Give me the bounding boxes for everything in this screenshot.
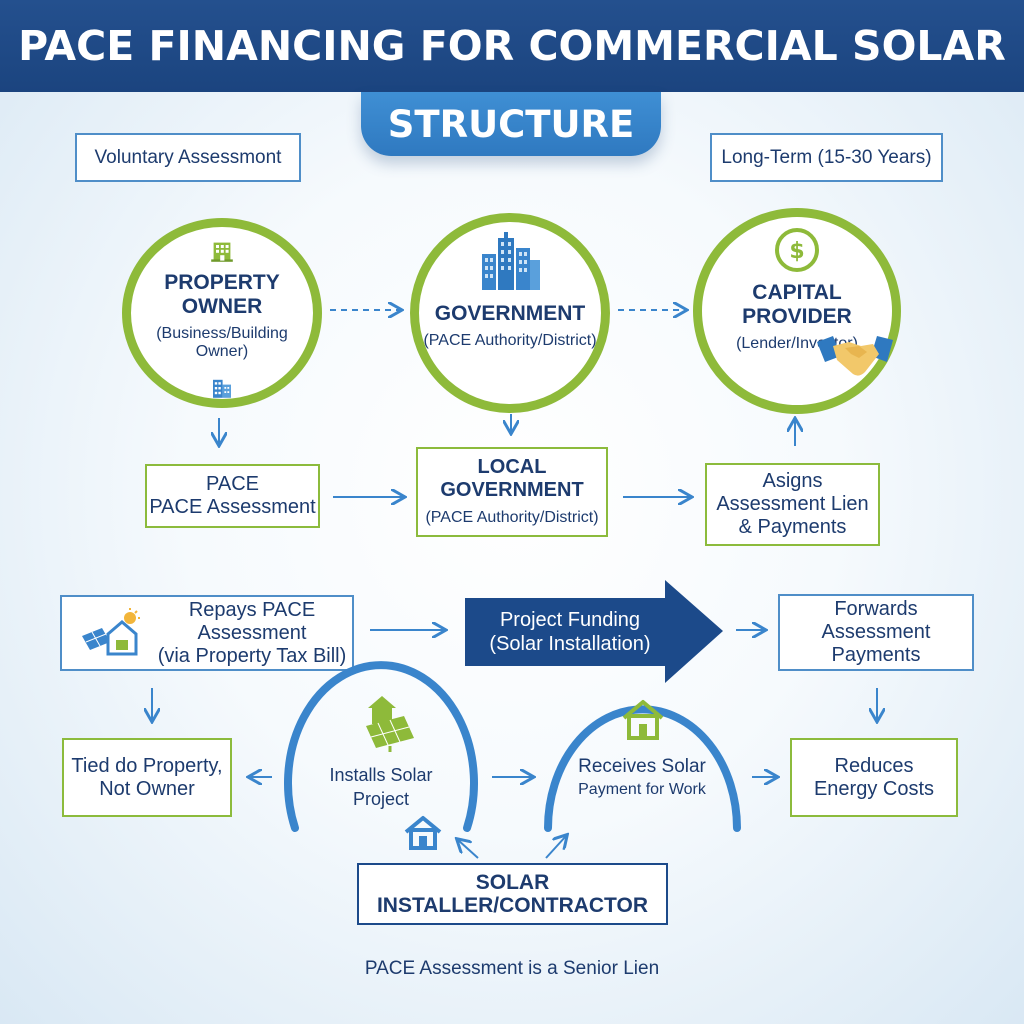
project-funding-arrow-shape: [465, 580, 723, 683]
property-owner-title: PROPERTY OWNER: [164, 271, 280, 318]
installs-arc: [284, 661, 478, 832]
handshake-icon: [817, 336, 893, 376]
pace-assessment-line1: PACE: [206, 473, 259, 495]
receives-arc: [544, 705, 741, 832]
voluntary-assessment-label: Voluntary Assessmont: [94, 147, 282, 168]
property-owner-node: PROPERTY OWNER (Business/Building Owner): [122, 218, 322, 408]
local-government-line2: GOVERNMENT: [440, 478, 584, 501]
forwards-line1: Forwards Assessment: [821, 598, 931, 643]
house-solar-icon: [82, 608, 140, 656]
pace-assessment-line2: PACE Assessment: [149, 496, 316, 518]
skyscraper-icon: [482, 232, 540, 290]
assigns-line2: Assessment Lien: [716, 493, 869, 515]
forwards-line2: Payments: [831, 644, 921, 666]
tied-line2: Not Owner: [99, 777, 195, 800]
building-icon: [211, 242, 233, 262]
house-icon-green: [622, 700, 664, 740]
office-building-icon: [213, 379, 231, 398]
tied-to-property-box: Tied do Property, Not Owner: [62, 738, 232, 817]
solar-panel-icon: [366, 696, 414, 752]
government-title: GOVERNMENT: [434, 302, 586, 325]
installer-to-receives-arrow: [545, 836, 566, 859]
project-funding-line2: (Solar Installation): [489, 632, 651, 655]
page-subtitle: STRUCTURE: [387, 102, 635, 146]
dollar-coin-icon: $: [775, 228, 819, 272]
long-term-label: Long-Term (15-30 Years): [721, 147, 932, 168]
government-node: GOVERNMENT (PACE Authority/District): [410, 213, 610, 413]
solar-installer-box: SOLAR INSTALLER/CONTRACTOR: [357, 863, 668, 925]
receives-payment-text: Receives Solar Payment for Work: [568, 755, 716, 801]
repays-assessment-box: Repays PACE Assessment (via Property Tax…: [60, 595, 354, 671]
repays-line2: (via Property Tax Bill): [157, 644, 347, 667]
subtitle-tab: STRUCTURE: [361, 92, 661, 156]
reduces-costs-box: Reduces Energy Costs: [790, 738, 958, 817]
assigns-line3: & Payments: [738, 516, 847, 538]
tied-line1: Tied do Property,: [71, 754, 223, 777]
solar-installer-label: SOLAR INSTALLER/CONTRACTOR: [376, 871, 649, 917]
pace-assessment-box: PACE PACE Assessment: [145, 464, 320, 528]
repays-line1: Repays PACE Assessment: [188, 598, 316, 644]
local-government-box: LOCAL GOVERNMENT (PACE Authority/Distric…: [416, 447, 608, 537]
receives-line2: Payment for Work: [578, 781, 706, 798]
local-government-line3: (PACE Authority/District): [425, 508, 599, 526]
house-icon-blue: [404, 816, 442, 850]
senior-lien-note: PACE Assessment is a Senior Lien: [364, 958, 660, 979]
project-funding-line1: Project Funding: [499, 608, 641, 631]
installer-to-installs-arrow: [458, 840, 479, 859]
project-funding-arrow: Project Funding (Solar Installation): [465, 580, 723, 683]
receives-line1: Receives Solar: [578, 756, 706, 777]
property-owner-sub: (Business/Building Owner): [156, 325, 288, 360]
assigns-line1: Asigns: [762, 470, 823, 492]
government-sub: (PACE Authority/District): [423, 332, 597, 349]
page-title: PACE FINANCING FOR COMMERCIAL SOLAR: [18, 22, 1006, 70]
long-term-tag: Long-Term (15-30 Years): [710, 133, 943, 182]
reduces-line1: Reduces: [834, 754, 914, 777]
installs-line1: Installs Solar: [329, 765, 433, 785]
assigns-lien-box: Asigns Assessment Lien & Payments: [705, 463, 880, 546]
local-government-line1: LOCAL: [477, 455, 547, 478]
project-funding-text: Project Funding (Solar Installation): [465, 580, 675, 683]
installs-solar-text: Installs Solar Project: [318, 763, 444, 811]
capital-provider-title: CAPITAL PROVIDER: [742, 281, 852, 328]
installs-line2: Project: [352, 789, 410, 809]
voluntary-assessment-tag: Voluntary Assessmont: [75, 133, 301, 182]
header-banner: PACE FINANCING FOR COMMERCIAL SOLAR: [0, 0, 1024, 92]
capital-provider-node: $ CAPITAL PROVIDER (Lender/Investor): [693, 208, 901, 414]
svg-text:$: $: [789, 239, 804, 264]
reduces-line2: Energy Costs: [813, 777, 935, 800]
forwards-payments-box: Forwards Assessment Payments: [778, 594, 974, 671]
